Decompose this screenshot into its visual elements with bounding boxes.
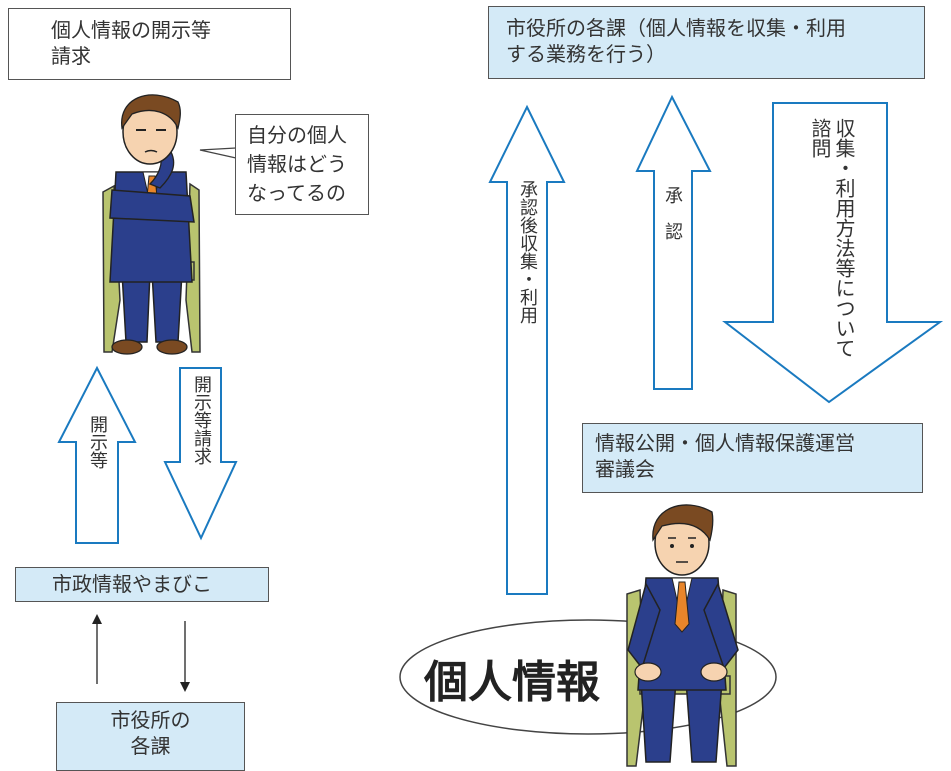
city-departments-top-box: 市役所の各課（個人情報を収集・利用 する業務を行う） <box>488 6 925 79</box>
thin-down-arrow <box>180 621 190 692</box>
consult-label: 収集・利用方法等について諮問 <box>808 118 856 358</box>
personal-info-label: 個人情報 <box>424 657 600 708</box>
disclosure-up-label: 開示等 <box>87 415 108 469</box>
thin-up-arrow <box>92 614 102 684</box>
disclosure-request-down-arrow <box>163 367 238 541</box>
yamabiko-box: 市政情報やまびこ <box>15 567 269 602</box>
collect-after-approval-label: 承認後収集・利用 <box>517 180 538 324</box>
speech-bubble: 自分の個人 情報はどう なってるの <box>235 114 369 215</box>
collect-after-approval-arrow <box>488 104 566 595</box>
speech-bubble-tail <box>199 147 237 159</box>
approval-up-arrow <box>635 94 712 390</box>
seated-man-figure <box>626 504 739 767</box>
disclosure-request-box: 個人情報の開示等 請求 <box>8 8 291 80</box>
disclosure-up-arrow <box>57 365 137 544</box>
approval-label: 承 認 <box>662 186 683 240</box>
consult-down-arrow <box>722 102 944 404</box>
thinking-man-figure <box>102 94 201 355</box>
disclosure-request-down-label: 開示等請求 <box>191 375 212 465</box>
council-box: 情報公開・個人情報保護運営 審議会 <box>582 423 923 493</box>
city-departments-bottom-box: 市役所の 各課 <box>56 702 245 771</box>
